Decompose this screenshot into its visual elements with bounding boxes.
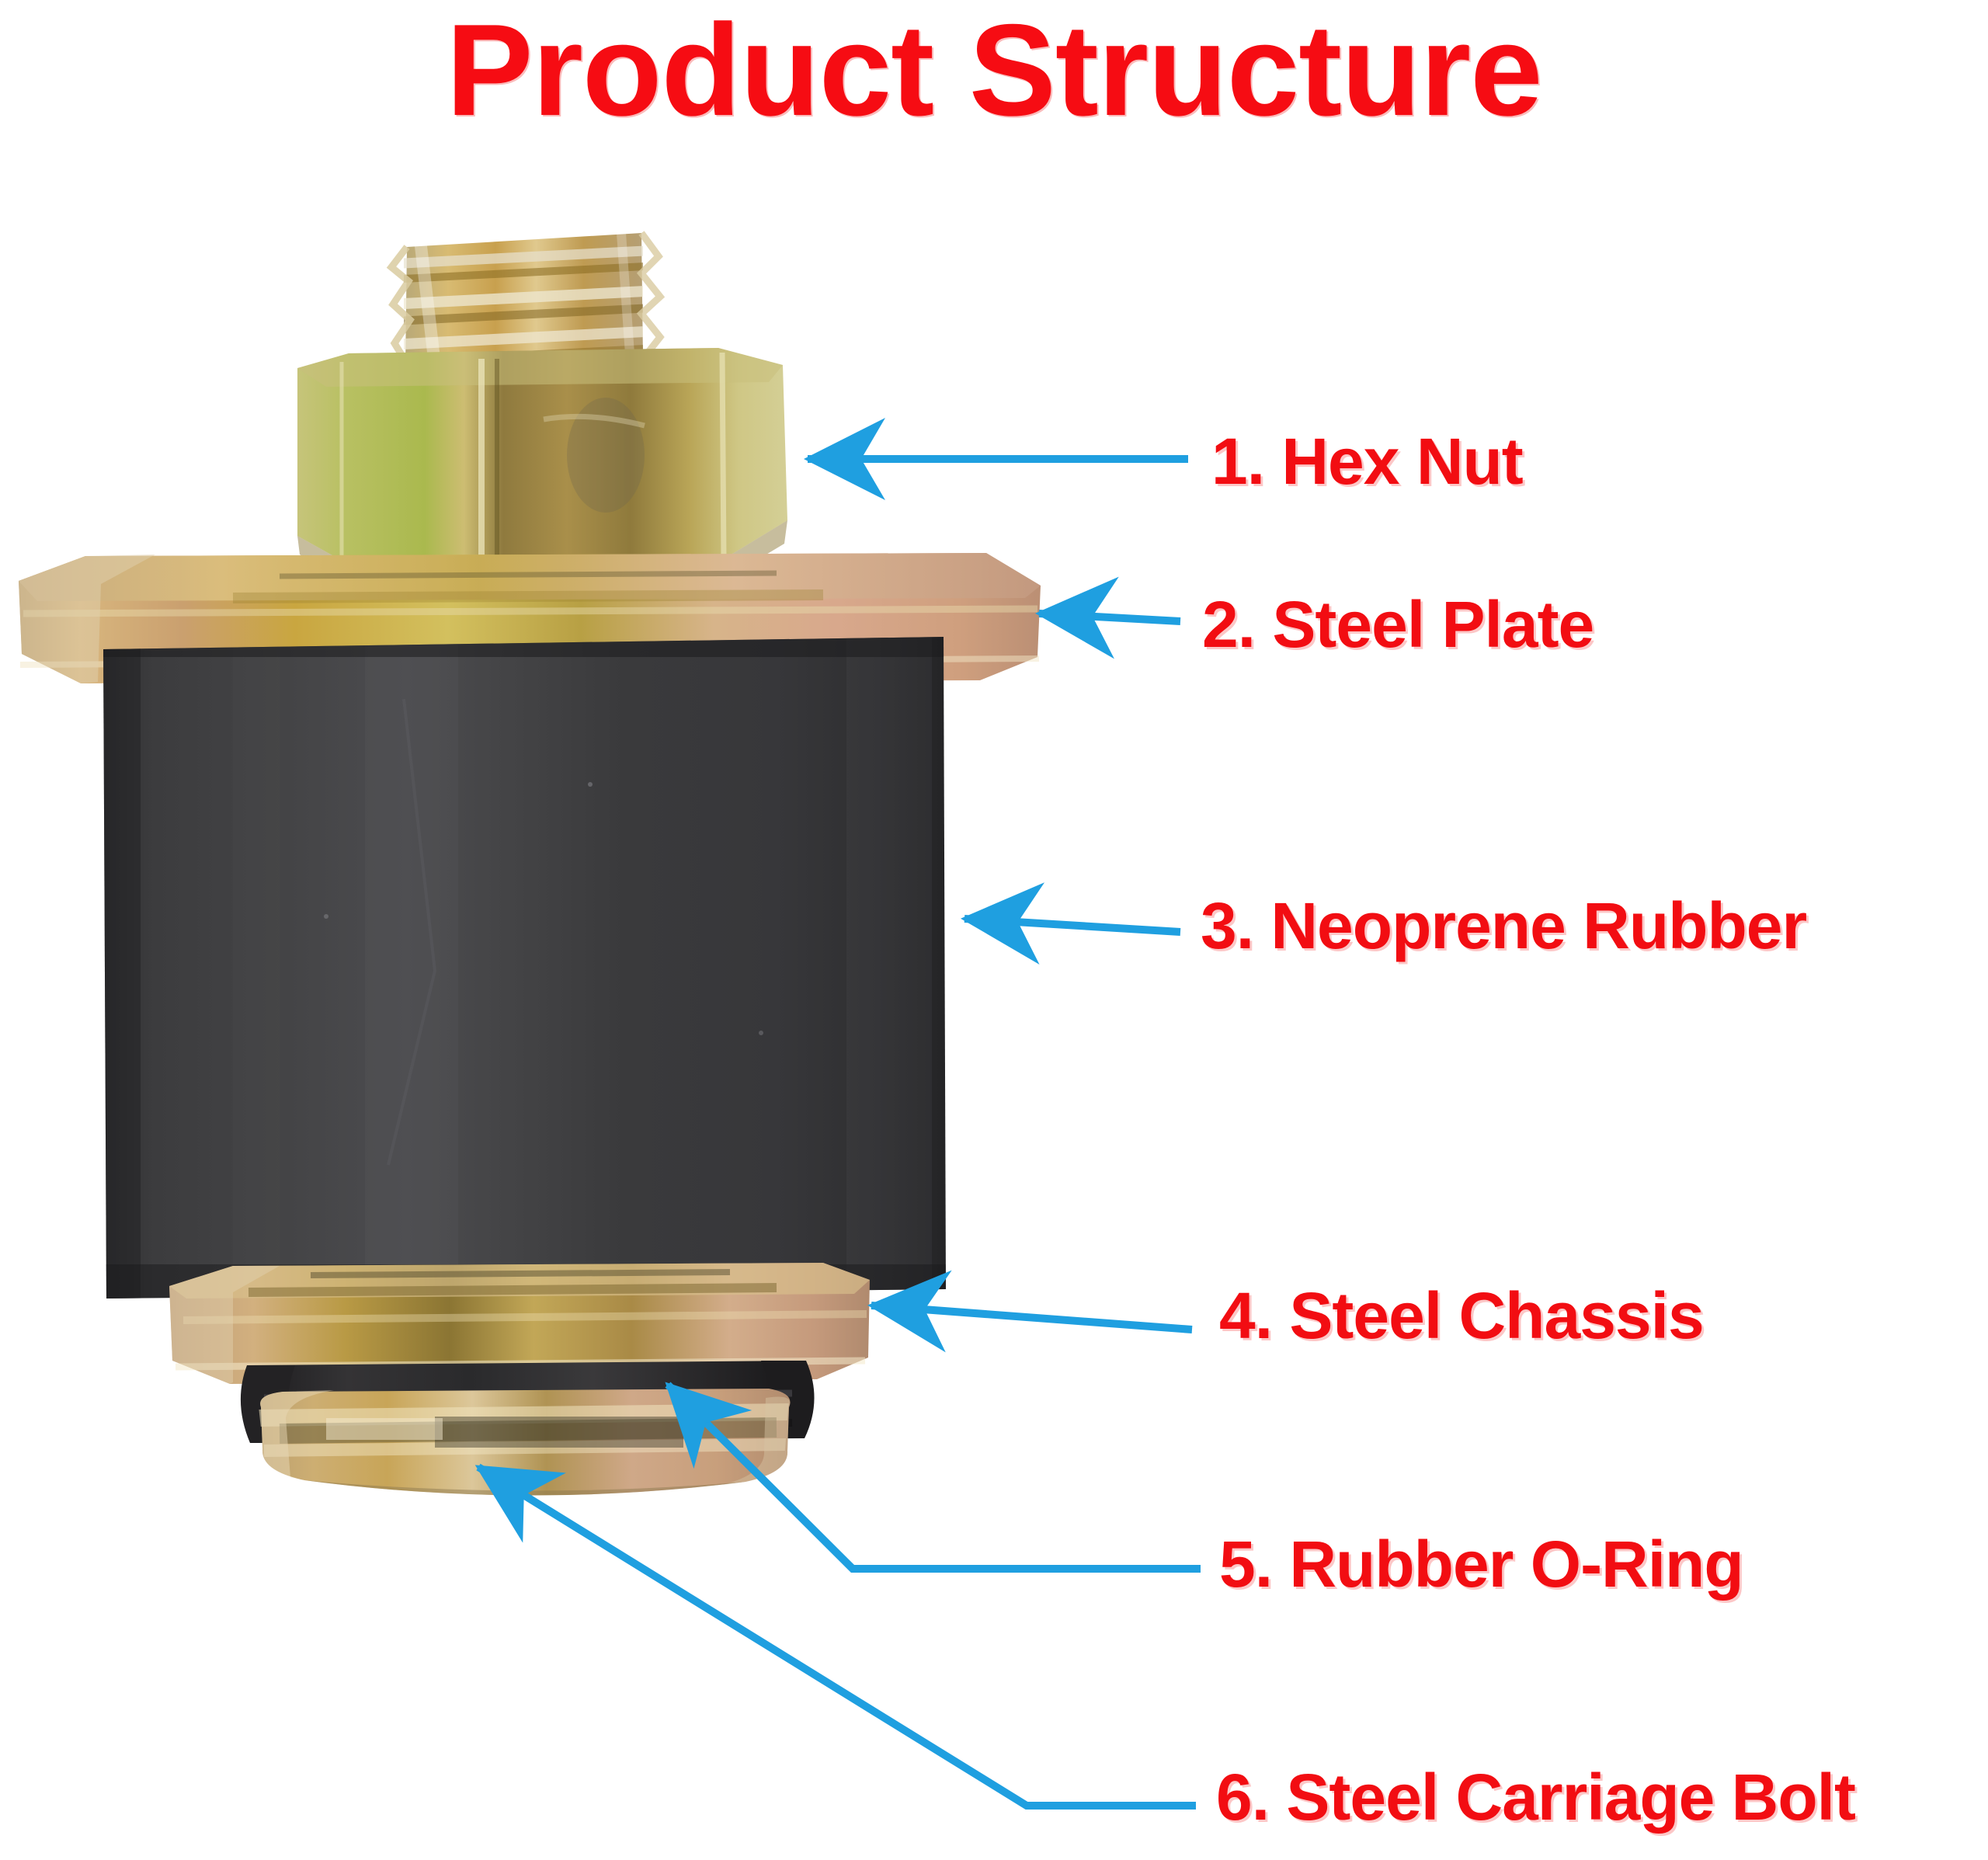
page-title: Product Structure xyxy=(446,0,1542,143)
callout-label-steel-plate: 2. Steel Plate xyxy=(1202,588,1594,661)
steel-carriage-bolt-part xyxy=(258,1389,791,1496)
callout-label-neoprene-rubber: 3. Neoprene Rubber xyxy=(1201,889,1807,962)
threaded-stud-part xyxy=(386,231,666,366)
callout-label-steel-carriage-bolt: 6. Steel Carriage Bolt xyxy=(1216,1761,1856,1834)
callout-label-hex-nut: 1. Hex Nut xyxy=(1211,425,1524,498)
steel-chassis-part xyxy=(169,1263,870,1384)
hex-nut-part xyxy=(297,348,787,584)
callout-label-steel-chassis: 4. Steel Chassis xyxy=(1219,1279,1705,1352)
callout-label-rubber-o-ring: 5. Rubber O-Ring xyxy=(1219,1528,1744,1601)
neoprene-rubber-part xyxy=(103,637,946,1299)
